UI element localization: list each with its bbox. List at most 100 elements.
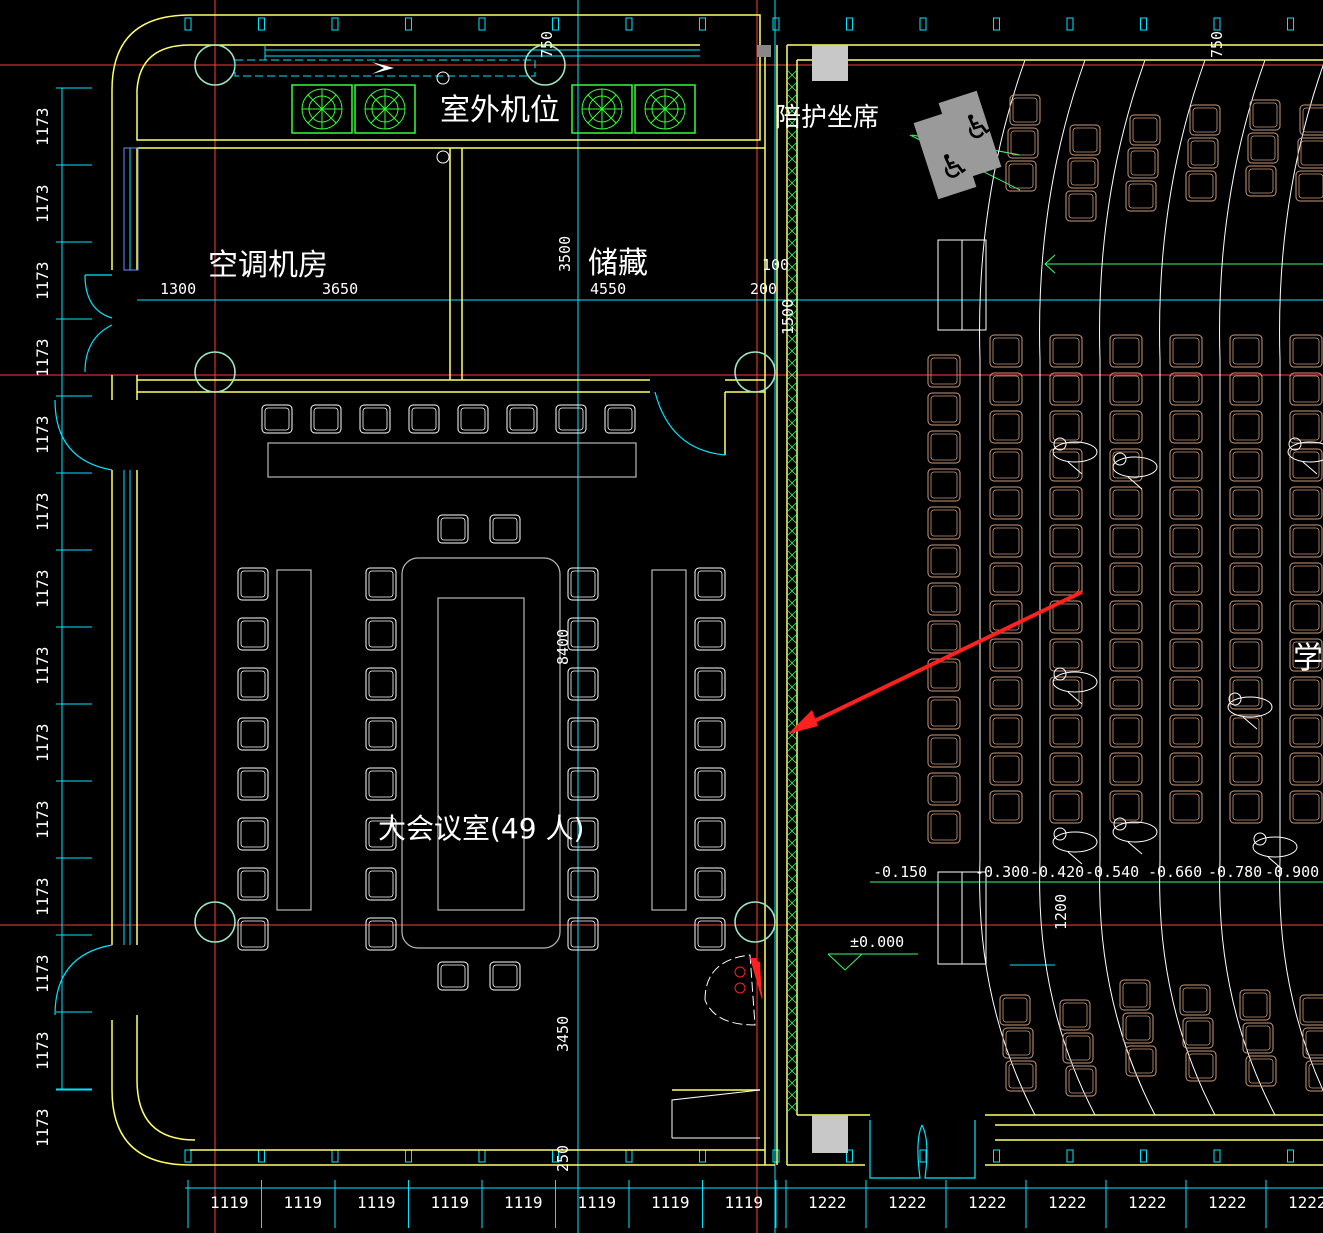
dim-bottom-left-label: 1119 <box>431 1193 470 1212</box>
chair-back <box>697 870 723 898</box>
chair-icon <box>1289 524 1323 558</box>
chair-back <box>1292 717 1320 745</box>
chair-seat <box>694 617 726 651</box>
person-head <box>1053 827 1067 841</box>
chair-back <box>1248 1058 1274 1084</box>
chair-back <box>1232 451 1260 479</box>
chair-back <box>362 407 388 431</box>
wall-tick <box>184 17 192 31</box>
dim-left-label: 1173 <box>33 800 52 839</box>
chair-seat <box>989 676 1023 710</box>
hatch-stroke <box>786 549 798 561</box>
chair-back <box>1070 160 1096 186</box>
chair-icon <box>604 404 636 434</box>
chair-seat <box>1109 600 1143 634</box>
hatch-stroke <box>786 561 798 573</box>
chair-icon <box>1109 334 1143 368</box>
chair-back <box>1112 755 1140 783</box>
fan-unit-icon <box>291 84 353 134</box>
chair-icon <box>1245 165 1277 197</box>
chair-icon <box>1229 562 1263 596</box>
chair-seat <box>1119 979 1151 1011</box>
chair-icon <box>989 752 1023 786</box>
chair-back <box>1298 173 1323 199</box>
chair-icon <box>927 468 961 502</box>
dim-wall-200: 200 <box>750 280 777 298</box>
chair-icon <box>1229 600 1263 634</box>
label-escort-seats: 陪护坐席 <box>775 103 879 133</box>
chair-icon <box>237 867 269 901</box>
chair-back <box>1132 117 1158 143</box>
chair-icon <box>237 567 269 601</box>
hatch-stroke <box>786 453 798 465</box>
hatch-stroke <box>786 177 798 189</box>
chair-icon <box>989 334 1023 368</box>
hatch-stroke <box>786 969 798 981</box>
person-head <box>1228 692 1242 706</box>
dimension-chain-labels: 1173117311731173117311731173117311731173… <box>33 107 1323 1212</box>
chair-back <box>1190 140 1216 166</box>
chair-seat <box>1065 190 1097 222</box>
chair-back <box>1068 1068 1094 1094</box>
chair-seat <box>1229 410 1263 444</box>
chair-icon <box>1182 1017 1214 1049</box>
hall-step-line <box>1099 59 1156 1116</box>
chair-back <box>930 433 958 461</box>
fan-blade <box>370 108 386 124</box>
chair-icon <box>237 617 269 651</box>
chair-icon <box>694 917 726 951</box>
chair-icon <box>1229 372 1263 406</box>
chair-icon <box>1049 752 1083 786</box>
chair-back <box>1172 337 1200 365</box>
chair-back <box>492 517 518 541</box>
chair-seat <box>1005 1060 1037 1092</box>
outdoor-unit-arrow <box>234 59 536 164</box>
hatch-stroke <box>786 753 798 765</box>
chair-back <box>1172 413 1200 441</box>
dim-bottom-left-label: 1119 <box>504 1193 543 1212</box>
chair-icon <box>567 567 599 601</box>
dim-left-label: 1173 <box>33 646 52 685</box>
chair-back <box>1052 679 1080 707</box>
chair-icon <box>1109 372 1143 406</box>
dim-bottom-right-label: 1222 <box>888 1193 927 1212</box>
hatch-stroke <box>786 621 798 633</box>
chair-back <box>992 717 1020 745</box>
chair-seat <box>989 790 1023 824</box>
elev-0660: -0.660 <box>1148 863 1202 881</box>
chair-seat <box>1297 137 1323 169</box>
chair-seat <box>1062 1032 1094 1064</box>
chair-back <box>992 413 1020 441</box>
chair-icon <box>567 667 599 701</box>
chair-back <box>992 755 1020 783</box>
chair-seat <box>604 404 636 434</box>
chair-back <box>1292 413 1320 441</box>
chair-seat <box>1005 160 1037 192</box>
hatch-stroke <box>786 297 798 309</box>
chair-back <box>1112 413 1140 441</box>
chair-back <box>1292 527 1320 555</box>
stair-symbol <box>671 1089 761 1139</box>
chair-seat <box>1049 372 1083 406</box>
dim-left-label: 1173 <box>33 877 52 916</box>
chair-icon <box>1289 790 1323 824</box>
chair-seat <box>694 767 726 801</box>
chair-seat <box>1109 334 1143 368</box>
fan-frame <box>571 84 633 134</box>
chair-seat <box>1069 124 1101 156</box>
wall-tick <box>184 1149 192 1163</box>
chair-back <box>1245 1025 1271 1051</box>
dim-left-label: 1173 <box>33 723 52 762</box>
hatch-stroke <box>786 165 798 177</box>
chair-back <box>930 509 958 537</box>
chair-icon <box>989 410 1023 444</box>
chair-seat <box>694 667 726 701</box>
chair-seat <box>1185 1050 1217 1082</box>
chair-seat <box>694 717 726 751</box>
hatch-stroke <box>786 237 798 249</box>
hatch-stroke <box>786 765 798 777</box>
chair-icon <box>1049 486 1083 520</box>
chair-icon <box>927 734 961 768</box>
chair-seat <box>927 354 961 388</box>
